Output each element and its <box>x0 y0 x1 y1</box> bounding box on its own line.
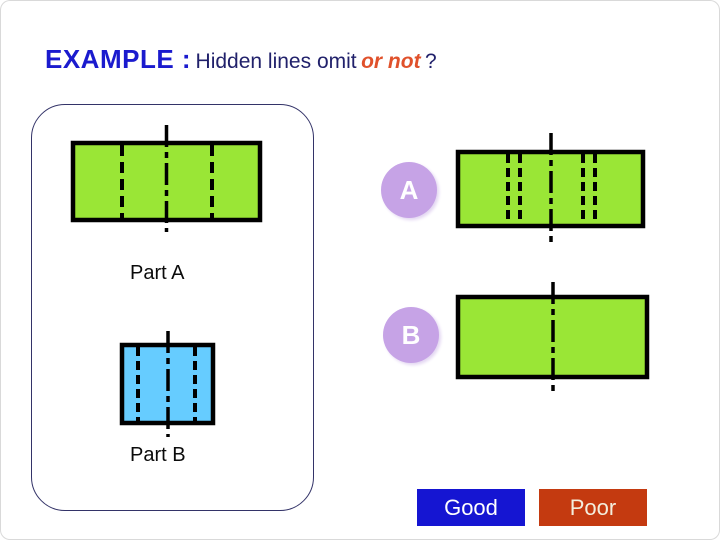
parts-panel <box>31 104 314 511</box>
slide-title: EXAMPLE : Hidden lines omit or not ? <box>45 44 437 75</box>
title-emphasis-text: or not <box>361 50 421 73</box>
title-question-mark: ? <box>425 50 437 73</box>
part-b-label: Part B <box>130 444 186 466</box>
good-button[interactable]: Good <box>417 489 525 526</box>
answer-a-view-drawing <box>455 133 646 247</box>
answer-b-view-drawing <box>455 282 650 392</box>
part-a-label: Part A <box>130 262 185 284</box>
badge-a: A <box>381 162 437 218</box>
part-b-front-view-drawing <box>119 331 216 437</box>
title-middle-text: Hidden lines omit <box>195 50 357 73</box>
poor-button[interactable]: Poor <box>539 489 647 526</box>
title-example-text: EXAMPLE : <box>45 44 192 74</box>
badge-b: B <box>383 307 439 363</box>
part-a-front-view-drawing <box>70 125 263 232</box>
